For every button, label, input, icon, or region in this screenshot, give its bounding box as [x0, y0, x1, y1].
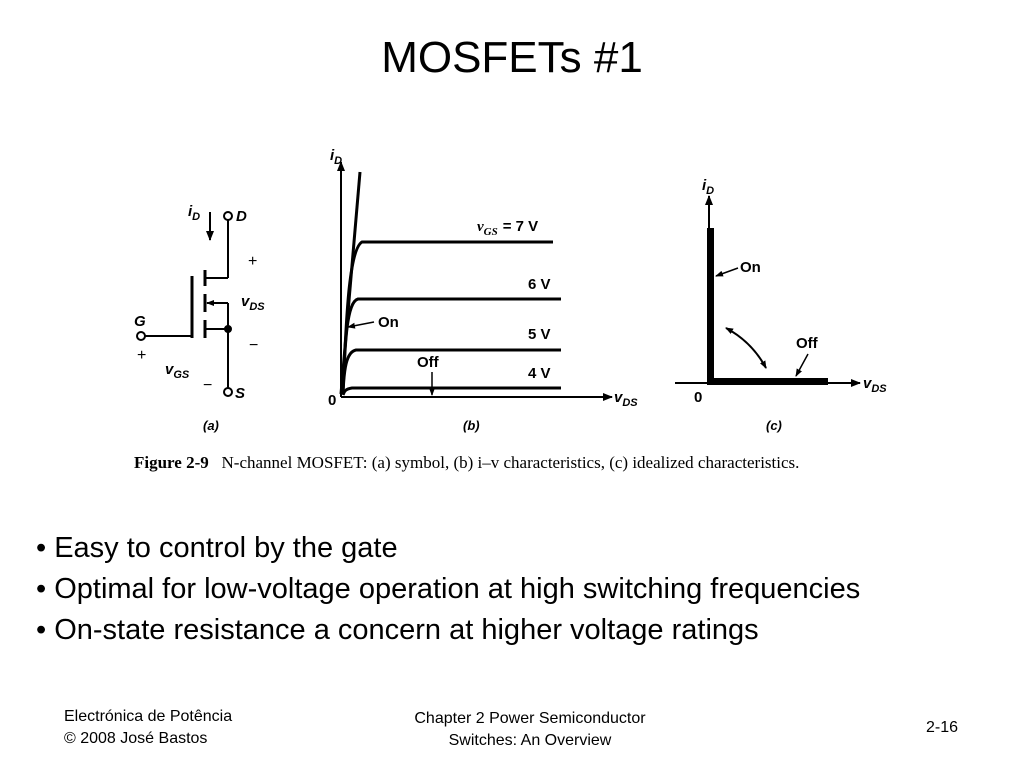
ideal-on-pointer: [715, 267, 739, 277]
ideal-x-label: vDS: [863, 375, 887, 395]
iv-off-label: Off: [417, 354, 440, 371]
ideal-off-pointer: [795, 353, 809, 377]
ideal-on-label: On: [740, 259, 761, 276]
panel-a-label: (a): [203, 418, 219, 433]
footer-course: Electrónica de Potência © 2008 José Bast…: [64, 706, 232, 750]
vgs-5v-label: 5 V: [528, 326, 551, 343]
footer-chapter-line2: Switches: An Overview: [448, 732, 612, 749]
footer-page-number: 2-16: [926, 719, 959, 736]
ideal-off-line: [707, 378, 828, 385]
drain-current-label: iD: [188, 203, 200, 223]
iv-y-label: iD: [330, 147, 342, 167]
vgs-7v-label: vGS= 7 V: [477, 218, 538, 238]
vds-label: vDS: [241, 293, 265, 313]
vds-minus: −: [249, 337, 258, 354]
source-label: S: [235, 385, 245, 402]
vgs-label: vGS: [165, 361, 190, 381]
drain-terminal: [223, 211, 233, 221]
figure-caption: Figure 2-9 N-channel MOSFET: (a) symbol,…: [134, 451, 854, 474]
curve-vgs-5v: [341, 348, 561, 394]
ideal-on-line: [707, 228, 714, 385]
mosfet-symbol: [136, 211, 233, 397]
curve-vgs-4v: [341, 386, 561, 396]
iv-characteristics: iD 0 vDS vGS= 7 V 6 V 5 V 4 V On Off (b): [328, 147, 638, 433]
bullet-item: • Easy to control by the gate: [36, 532, 398, 564]
mosfet-symbol-labels: iD D G S + vDS − + vGS − (a): [134, 203, 265, 433]
iv-x-label: vDS: [614, 389, 638, 409]
gate-terminal: [136, 331, 146, 341]
footer-course-name: Electrónica de Potência: [64, 708, 233, 725]
bullet-list: • Easy to control by the gate • Optimal …: [36, 528, 1021, 651]
ideal-y-label: iD: [702, 177, 714, 197]
vgs-4v-label: 4 V: [528, 365, 551, 382]
slide-title: MOSFETs #1: [381, 33, 643, 82]
footer-chapter: Chapter 2 Power Semiconductor Switches: …: [360, 708, 700, 752]
vgs-6v-label: 6 V: [528, 276, 551, 293]
footer-chapter-line1: Chapter 2 Power Semiconductor: [414, 710, 646, 727]
iv-on-label: On: [378, 314, 399, 331]
curve-vgs-7v: [341, 240, 553, 391]
figure-caption-text: N-channel MOSFET: (a) symbol, (b) i–v ch…: [221, 453, 800, 472]
ideal-off-label: Off: [796, 335, 819, 352]
vgs-minus: −: [203, 377, 212, 394]
panel-c-label: (c): [766, 418, 782, 433]
gate-label: G: [134, 313, 146, 330]
drain-label: D: [236, 208, 247, 225]
switching-arc: [725, 327, 767, 369]
idealized-characteristics: iD 0 vDS On Off (c): [675, 177, 887, 433]
iv-origin: 0: [328, 392, 336, 409]
vds-plus: +: [248, 253, 257, 270]
panel-b-label: (b): [463, 418, 480, 433]
figure-number: Figure 2-9: [134, 453, 209, 472]
bullet-item: • Optimal for low-voltage operation at h…: [36, 573, 861, 605]
vgs-plus: +: [137, 347, 146, 364]
footer-copyright: © 2008 José Bastos: [64, 730, 208, 747]
ideal-origin: 0: [694, 389, 702, 406]
source-terminal: [223, 387, 233, 397]
bullet-item: • On-state resistance a concern at highe…: [36, 614, 759, 646]
on-pointer: [347, 321, 375, 329]
